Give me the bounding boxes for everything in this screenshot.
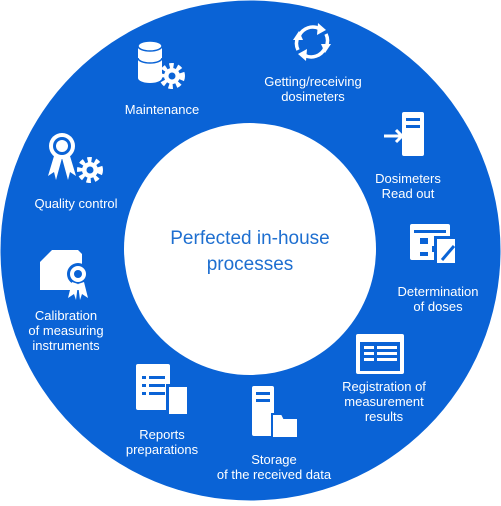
step-label-line: Quality control xyxy=(34,196,118,211)
step-label-maintenance: Maintenance xyxy=(125,102,199,117)
step-label-line: Calibration xyxy=(34,308,98,323)
step-label-line: Determination xyxy=(397,284,479,299)
step-label-line: results xyxy=(364,409,404,424)
center-title-line-2: processes xyxy=(206,254,294,275)
center-title: Perfected in-house processes xyxy=(170,226,330,278)
report-document-icon xyxy=(136,364,188,414)
step-label-line: Registration of xyxy=(342,379,426,394)
server-folder-icon xyxy=(252,386,299,439)
step-label-line: of the received data xyxy=(216,467,332,482)
step-label-line: measurement xyxy=(344,394,424,409)
step-label-calibration: Calibration of measuring instruments xyxy=(28,308,103,353)
cycle-arrows-icon xyxy=(293,23,331,61)
step-label-line: instruments xyxy=(32,338,100,353)
step-label-storage: Storage of the received data xyxy=(217,452,331,482)
step-label-doses: Determination of doses xyxy=(398,284,479,314)
step-label-getting: Getting/receiving dosimeters xyxy=(264,74,362,104)
step-label-line: Maintenance xyxy=(124,102,200,117)
step-label-line: of doses xyxy=(413,299,463,314)
flowchart-document-icon xyxy=(410,224,456,264)
step-label-line: Getting/receiving xyxy=(264,74,362,89)
step-label-reports: Reports preparations xyxy=(126,427,198,457)
database-gear-icon xyxy=(137,40,185,89)
server-arrow-icon xyxy=(384,112,424,156)
step-label-line: Storage xyxy=(251,452,297,467)
step-label-line: Dosimeters xyxy=(375,171,441,186)
step-label-line: Reports xyxy=(139,427,185,442)
center-title-line-1: Perfected in-house xyxy=(170,228,330,249)
step-label-line: preparations xyxy=(125,442,199,457)
step-label-readout: Dosimeters Read out xyxy=(375,171,441,201)
certificate-icon xyxy=(40,250,89,300)
window-list-icon xyxy=(356,334,404,374)
step-label-line: dosimeters xyxy=(281,89,345,104)
center-circle xyxy=(124,123,376,375)
step-label-registration: Registration of measurement results xyxy=(342,379,426,424)
step-label-quality: Quality control xyxy=(34,196,117,211)
step-label-line: of measuring xyxy=(28,323,104,338)
award-gear-icon xyxy=(48,133,103,183)
step-label-line: Read out xyxy=(381,186,435,201)
